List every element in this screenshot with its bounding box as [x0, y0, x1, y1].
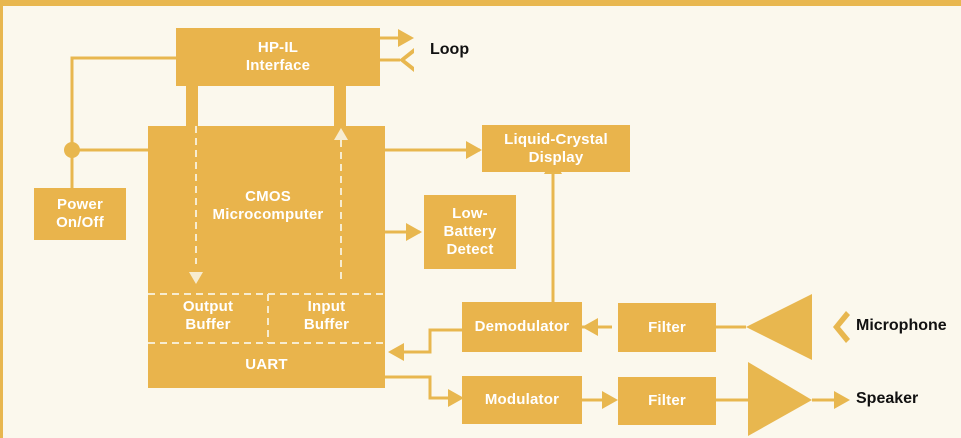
loop-in-connector: [399, 48, 414, 72]
filter-out-arrowhead: [602, 391, 618, 409]
demodulator-block: Demodulator: [462, 302, 582, 352]
hpil-bus-right: [334, 86, 346, 128]
output-arrowhead: [189, 272, 203, 284]
hpil-bus-left: [186, 86, 198, 128]
junction-dot: [64, 142, 80, 158]
hpil-interface-block: HP-IL Interface: [176, 28, 380, 86]
low-battery-label: Low- Battery Detect: [443, 205, 497, 258]
power-block: Power On/Off: [34, 188, 126, 240]
cmos-block: CMOS Microcomputer Output Buffer Input B…: [148, 126, 385, 388]
mic-amplifier-triangle: [746, 294, 812, 360]
filter-output-label: Filter: [648, 392, 686, 409]
uart-label: UART: [245, 356, 288, 373]
speaker-arrowhead: [834, 391, 850, 409]
uart-section: UART: [148, 356, 385, 374]
output-buffer-label: Output Buffer: [182, 298, 234, 333]
filter-input-label: Filter: [648, 318, 686, 336]
speaker-amplifier-triangle: [748, 362, 812, 436]
lcd-label: Liquid-Crystal Display: [504, 130, 608, 166]
modulator-block: Modulator: [462, 376, 582, 424]
mod-arrowhead: [448, 389, 464, 407]
lowbattery-arrowhead: [406, 223, 422, 241]
lcd-arrowhead: [466, 141, 482, 159]
low-battery-block: Low- Battery Detect: [424, 195, 516, 269]
modulator-label: Modulator: [484, 391, 560, 408]
filter-input-block: Filter: [618, 303, 716, 352]
cmos-internal-lines: [148, 126, 385, 344]
hpil-to-power-line: [70, 56, 180, 152]
demodulator-label: Demodulator: [474, 318, 570, 335]
input-arrowhead: [334, 128, 348, 140]
input-buffer-section: Input Buffer: [268, 298, 385, 334]
demod-arrowhead: [582, 318, 598, 336]
demod-to-uart-line: [392, 328, 462, 354]
uart-in-arrowhead: [388, 343, 404, 361]
uart-to-mod-line: [385, 375, 458, 400]
cmos-title: CMOS Microcomputer: [188, 188, 348, 224]
filter-output-block: Filter: [618, 377, 716, 425]
output-buffer-section: Output Buffer: [148, 298, 268, 334]
loop-out-arrow: [398, 29, 414, 47]
cmos-label: CMOS Microcomputer: [212, 188, 324, 223]
power-label: Power On/Off: [56, 196, 104, 231]
microphone-icon: [833, 311, 850, 343]
hpil-interface-label: HP-IL Interface: [245, 39, 311, 74]
input-buffer-label: Input Buffer: [303, 298, 350, 333]
lcd-block: Liquid-Crystal Display: [482, 125, 630, 172]
microphone-label: Microphone: [856, 317, 947, 334]
speaker-label: Speaker: [856, 390, 919, 407]
loop-label: Loop: [430, 41, 470, 58]
